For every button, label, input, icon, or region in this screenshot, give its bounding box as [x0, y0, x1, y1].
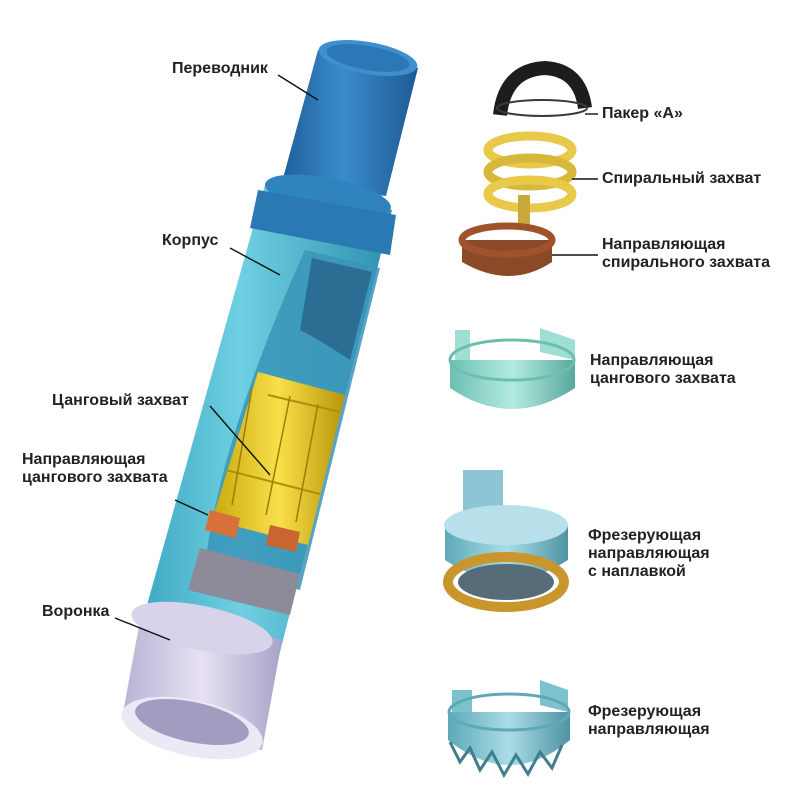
- label-perevodnik: Переводник: [172, 60, 268, 78]
- sub-part: [282, 40, 418, 196]
- label-voronka-text: Воронка: [42, 603, 110, 620]
- label-frez: Фрезерующая направляющая: [588, 703, 710, 739]
- leader-tsangovy: [209, 405, 271, 476]
- leader-lines: [114, 74, 598, 641]
- label-paker-text: Пакер «А»: [602, 105, 683, 122]
- label-napr-tsang-right-line2: цангового захвата: [590, 370, 736, 387]
- leader-voronka: [114, 617, 171, 641]
- label-frez-naplavka-line1: Фрезерующая: [588, 527, 702, 544]
- label-napr-spiral-line2: спирального захвата: [602, 254, 770, 271]
- label-frez-naplavka: Фрезерующая направляющая с наплавкой: [588, 527, 710, 581]
- label-napr-tsang-right-line1: Направляющая: [590, 352, 714, 369]
- spiral-grapple-part: [483, 131, 577, 225]
- label-korpus-text: Корпус: [162, 232, 219, 249]
- label-napr-tsang-left-line1: Направляющая: [22, 451, 146, 468]
- label-napr-tsang-right: Направляющая цангового захвата: [590, 352, 736, 388]
- label-napr-tsang-left-line2: цангового захвата: [22, 469, 168, 486]
- milling-guide-hardfacing-part: [443, 470, 569, 612]
- label-frez-line2: направляющая: [588, 721, 710, 738]
- label-napr-spiral-line1: Направляющая: [602, 236, 726, 253]
- collet-grapple-part: [212, 372, 345, 545]
- collet-guide-ring-part: [448, 328, 576, 409]
- leader-korpus: [229, 247, 281, 276]
- packer-a-part: [493, 60, 592, 117]
- label-frez-naplavka-line2: направляющая: [588, 545, 710, 562]
- label-tsangovy-zakhvat: Цанговый захват: [52, 392, 189, 410]
- label-perevodnik-text: Переводник: [172, 60, 268, 77]
- label-napr-spiral: Направляющая спирального захвата: [602, 236, 770, 272]
- label-paker: Пакер «А»: [602, 105, 683, 123]
- label-voronka: Воронка: [42, 603, 109, 621]
- label-spiralny-zakhvat-text: Спиральный захват: [602, 170, 762, 187]
- spiral-guide-part: [458, 222, 556, 276]
- label-korpus: Корпус: [162, 232, 218, 250]
- label-tsangovy-zakhvat-text: Цанговый захват: [52, 392, 189, 409]
- funnel-part: [121, 548, 300, 760]
- label-spiralny-zakhvat: Спиральный захват: [602, 170, 761, 188]
- collet-guide-part: [205, 510, 300, 552]
- label-napr-tsang-left: Направляющая цангового захвата: [22, 451, 168, 487]
- label-frez-line1: Фрезерующая: [588, 703, 702, 720]
- main-assembly: [121, 40, 418, 760]
- leader-napr-tsang-left: [174, 499, 209, 516]
- milling-guide-part: [447, 680, 571, 779]
- leader-perevodnik: [277, 74, 319, 101]
- label-frez-naplavka-line3: с наплавкой: [588, 563, 686, 580]
